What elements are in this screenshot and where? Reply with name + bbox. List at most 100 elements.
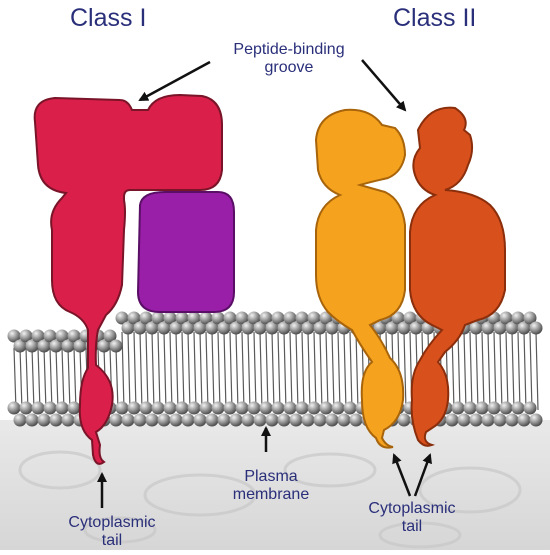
lipid-head <box>325 321 339 335</box>
lipid-tail <box>229 331 233 411</box>
lipid-head <box>505 413 519 427</box>
lipid-head <box>19 329 33 343</box>
lipid-tail <box>355 331 359 411</box>
class-ii-molecule <box>314 106 506 449</box>
plasma-membrane-line2: membrane <box>232 486 310 504</box>
lipid-head <box>31 329 45 343</box>
lipid-head <box>97 339 111 353</box>
lipid-head <box>115 311 129 325</box>
lipid-tail <box>469 331 473 411</box>
class-ii-beta-chain <box>409 106 506 447</box>
lipid-tail <box>37 347 41 411</box>
lipid-tail <box>31 347 35 411</box>
lipid-head <box>403 311 417 325</box>
lipid-head <box>73 339 87 353</box>
lipid-head <box>253 321 267 335</box>
plasma-membrane-label: Plasma membrane <box>216 468 326 505</box>
lipid-head <box>121 321 135 335</box>
lipid-head <box>325 413 339 427</box>
lipid-head <box>55 329 69 343</box>
lipid-tail <box>523 331 527 411</box>
lipid-head <box>115 401 129 415</box>
lipid-head <box>487 401 501 415</box>
lipid-head <box>469 413 483 427</box>
lipid-head <box>511 401 525 415</box>
lipid-head <box>277 321 291 335</box>
lipid-head <box>121 413 135 427</box>
lipid-tail <box>163 331 167 411</box>
lipid-tail <box>223 331 227 411</box>
lipid-head <box>13 413 27 427</box>
lipid-head <box>217 321 231 335</box>
lipid-tail <box>199 331 203 411</box>
lipid-tail <box>211 331 215 411</box>
lipid-head <box>37 339 51 353</box>
lipid-head <box>157 321 171 335</box>
lipid-tail <box>253 331 257 411</box>
lipid-tail <box>145 331 149 411</box>
lipid-head <box>277 413 291 427</box>
lipid-tail <box>517 331 521 411</box>
lipid-head <box>373 321 387 335</box>
lipid-head <box>283 311 297 325</box>
lipid-head <box>307 311 321 325</box>
lipid-head <box>43 329 57 343</box>
lipid-head <box>229 321 243 335</box>
lipid-head <box>205 413 219 427</box>
lipid-head <box>223 401 237 415</box>
lipid-head <box>139 311 153 325</box>
lipid-head <box>181 413 195 427</box>
lipid-head <box>193 413 207 427</box>
lipid-head <box>307 401 321 415</box>
lipid-tail <box>115 347 119 411</box>
lipid-tail <box>175 331 179 411</box>
lipid-tail <box>535 331 539 411</box>
lipid-head <box>289 413 303 427</box>
lipid-head <box>499 401 513 415</box>
lipid-tail <box>61 347 65 411</box>
lipid-tail <box>331 331 335 411</box>
lipid-head <box>157 413 171 427</box>
lipid-tail <box>241 331 245 411</box>
lipid-tail <box>181 331 185 411</box>
lipid-tail <box>505 331 509 411</box>
lipid-head <box>67 329 81 343</box>
lipid-head <box>211 311 225 325</box>
class-ii-title: Class II <box>393 4 477 32</box>
lipid-tail <box>403 331 407 411</box>
lipid-head <box>475 401 489 415</box>
lipid-tail <box>55 347 59 411</box>
lipid-tail <box>151 331 155 411</box>
lipid-head <box>397 413 411 427</box>
lipid-head <box>283 401 297 415</box>
lipid-head <box>529 413 543 427</box>
lipid-tail <box>235 331 239 411</box>
cytoplasmic-tail-label-class-i: Cytoplasmic tail <box>50 514 174 551</box>
lipid-head <box>145 321 159 335</box>
class-ii-alpha-chain <box>314 108 407 449</box>
lipid-head <box>409 321 423 335</box>
lipid-head <box>517 413 531 427</box>
lipid-head <box>163 311 177 325</box>
peptide-groove-line2: groove <box>264 59 314 77</box>
cytoplasm-texture <box>18 450 522 549</box>
lipid-head <box>247 401 261 415</box>
lipid-tail <box>283 331 287 411</box>
lipid-head <box>109 413 123 427</box>
lipid-head <box>169 413 183 427</box>
lipid-head <box>217 413 231 427</box>
lipid-head <box>301 413 315 427</box>
lipid-tail <box>463 331 467 411</box>
lipid-head <box>241 413 255 427</box>
lipid-head <box>451 401 465 415</box>
lipid-head <box>235 401 249 415</box>
lipid-head <box>55 401 69 415</box>
lipid-head <box>127 401 141 415</box>
lipid-head <box>109 339 123 353</box>
lipid-head <box>25 339 39 353</box>
lipid-head <box>523 401 537 415</box>
lipid-tail <box>313 331 317 411</box>
lipid-tail <box>307 331 311 411</box>
lipid-tail <box>67 347 71 411</box>
lipid-tail <box>259 331 263 411</box>
